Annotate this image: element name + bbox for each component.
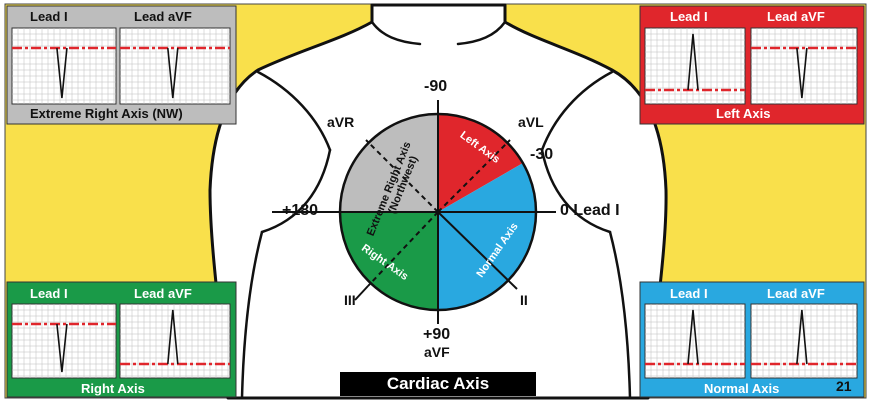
page-number: 21 <box>836 378 852 394</box>
label-plus-180: +180 <box>282 202 318 220</box>
bottom-left-lead-i-strip <box>12 304 116 378</box>
label-avf: aVF <box>424 344 450 360</box>
br-caption: Normal Axis <box>704 381 779 396</box>
label-avl: aVL <box>518 114 544 130</box>
top-left-lead-avf-strip <box>120 28 230 104</box>
tl-lead-i-label: Lead I <box>30 9 68 24</box>
tl-lead-avf-label: Lead aVF <box>134 9 192 24</box>
br-lead-avf-label: Lead aVF <box>767 286 825 301</box>
bl-caption: Right Axis <box>81 381 145 396</box>
label-minus-90: -90 <box>424 78 447 96</box>
label-lead-ii: II <box>520 292 528 308</box>
bottom-right-lead-i-strip <box>645 304 745 378</box>
top-left-lead-i-strip <box>12 28 116 104</box>
bl-lead-avf-label: Lead aVF <box>134 286 192 301</box>
br-lead-i-label: Lead I <box>670 286 708 301</box>
tr-lead-i-label: Lead I <box>670 9 708 24</box>
label-zero-lead-i: 0 Lead I <box>560 202 620 220</box>
top-right-lead-i-strip <box>645 28 745 104</box>
diagram-title: Cardiac Axis <box>340 372 536 396</box>
bl-lead-i-label: Lead I <box>30 286 68 301</box>
label-avr: aVR <box>327 114 354 130</box>
tl-caption: Extreme Right Axis (NW) <box>30 106 183 121</box>
label-minus-30: -30 <box>530 146 553 164</box>
label-plus-90: +90 <box>423 326 450 344</box>
tr-caption: Left Axis <box>716 106 770 121</box>
label-lead-iii: III <box>344 292 356 308</box>
tr-lead-avf-label: Lead aVF <box>767 9 825 24</box>
